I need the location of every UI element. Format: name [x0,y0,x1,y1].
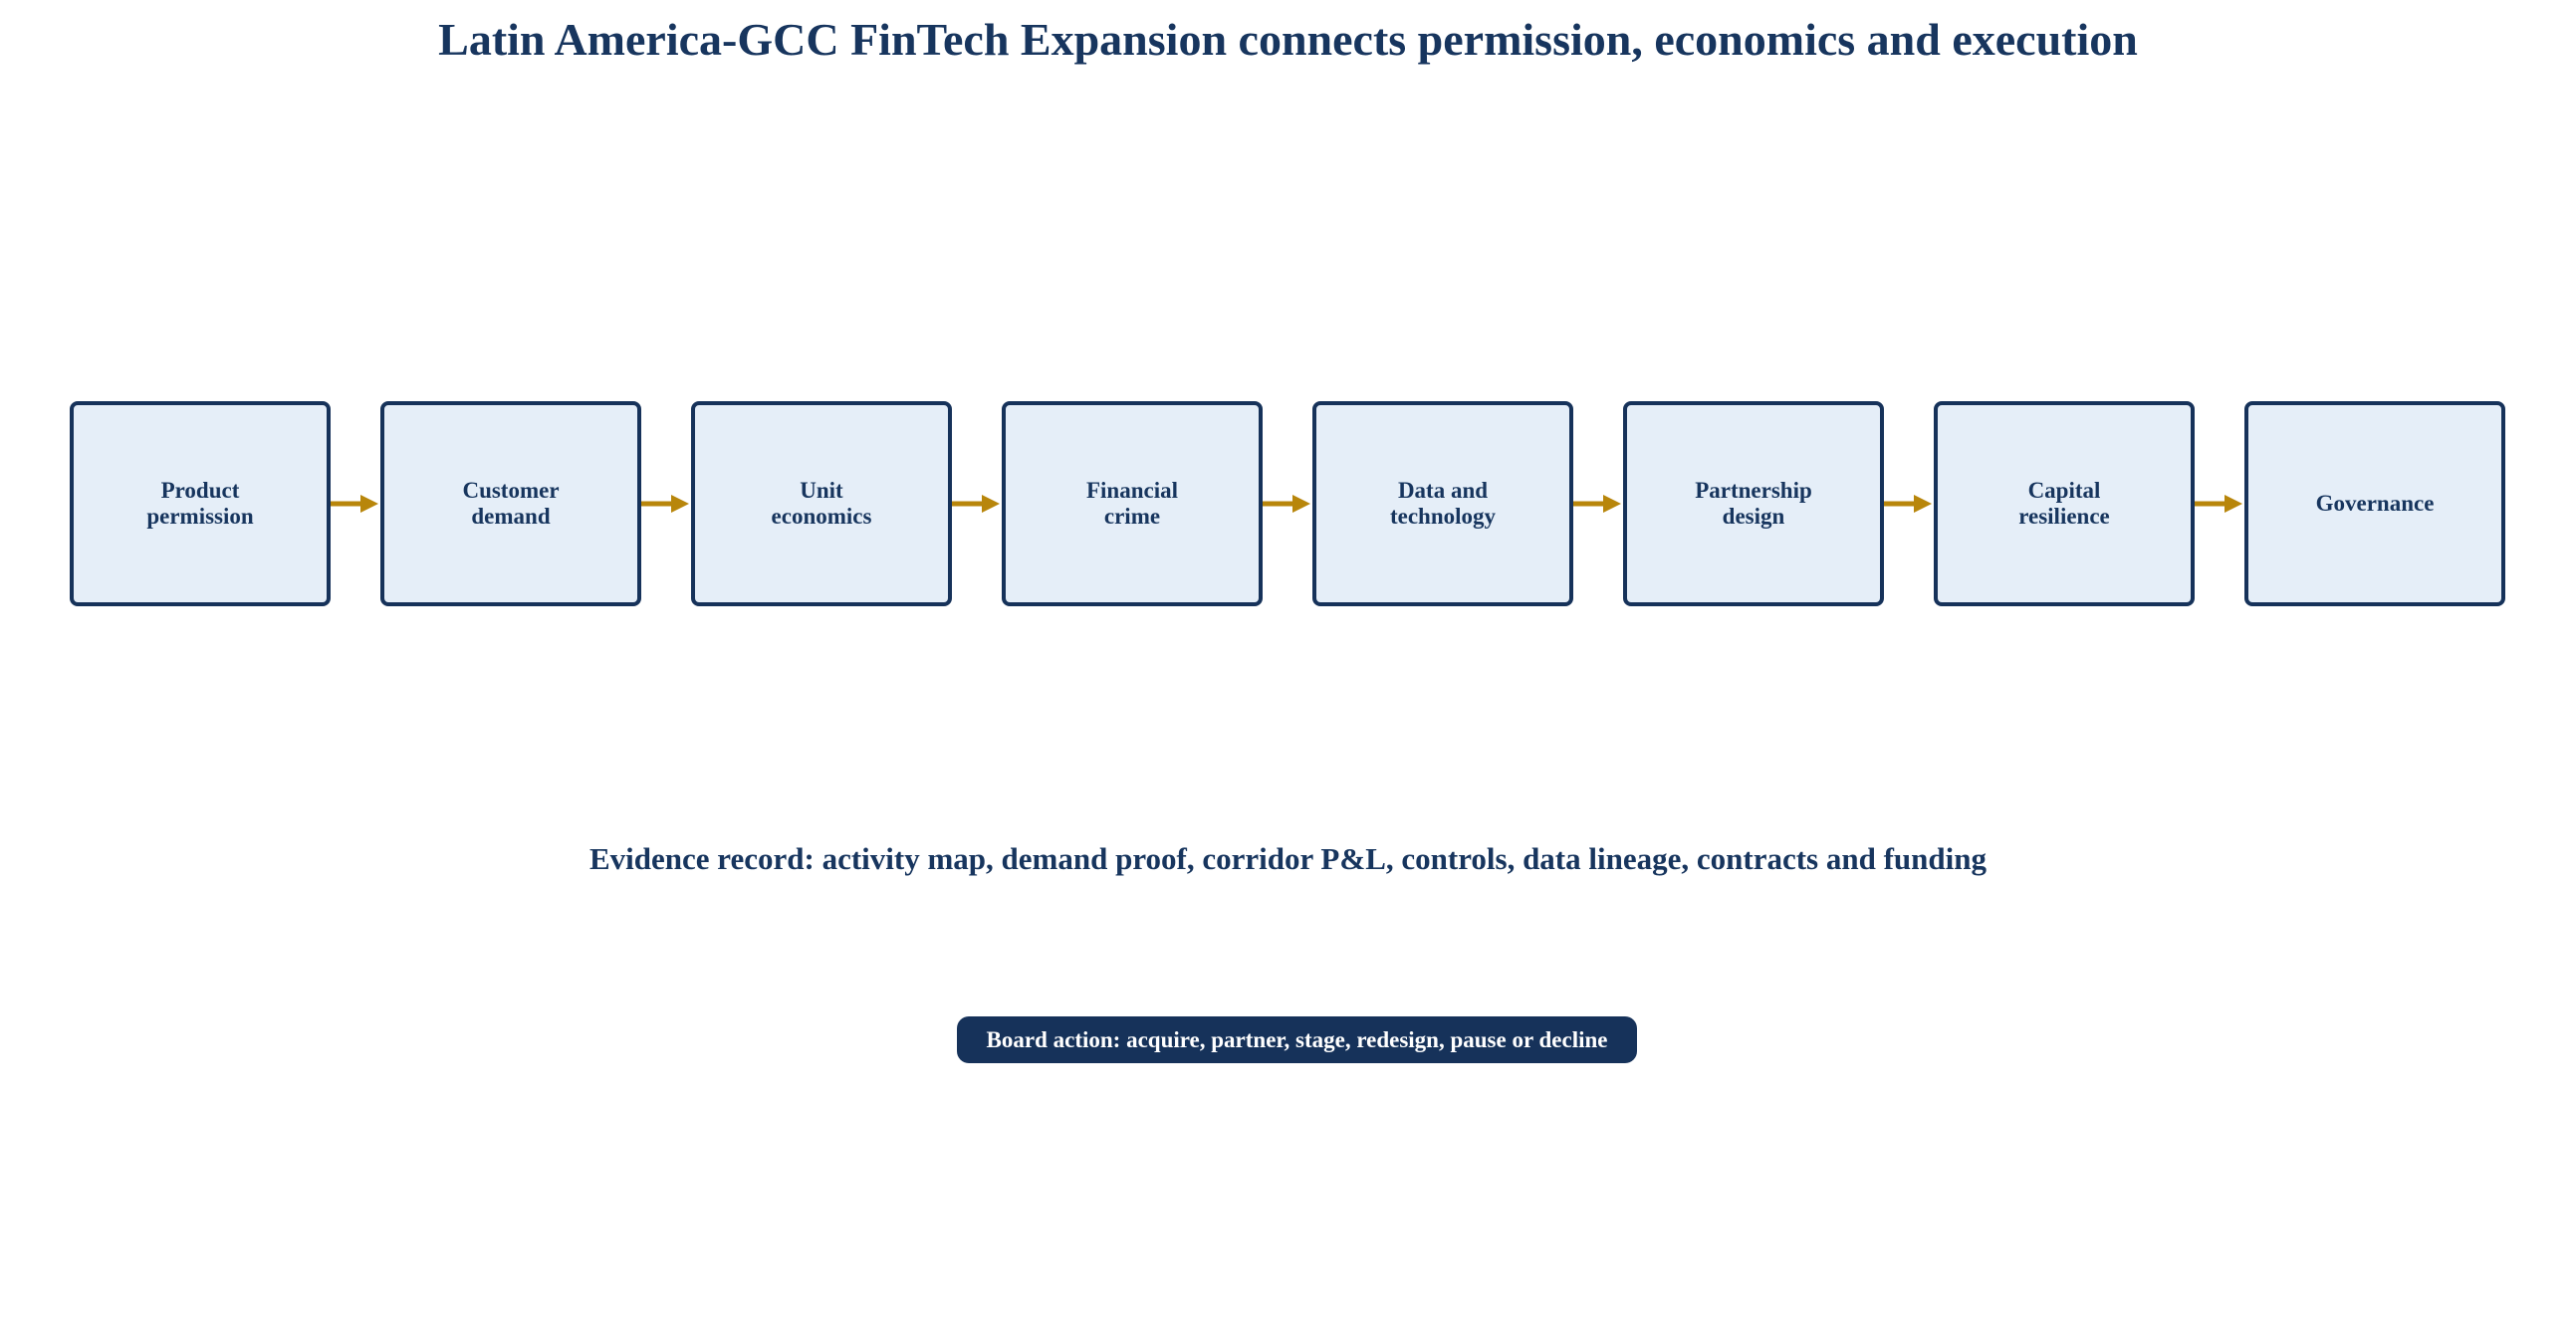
diagram-title: Latin America-GCC FinTech Expansion conn… [438,14,2138,65]
flow-arrow [1263,495,1310,513]
flow-arrow [1573,495,1621,513]
stage-label: Governance [2315,491,2435,516]
stage-label: Partnership design [1695,478,1812,529]
stage-label: Unit economics [771,478,872,529]
stage-customer-demand: Customer demand [380,401,641,606]
stage-unit-economics: Unit economics [691,401,952,606]
stage-data-and-technology: Data and technology [1312,401,1573,606]
stage-financial-crime: Financial crime [1002,401,1263,606]
stage-partnership-design: Partnership design [1623,401,1884,606]
stage-label: Data and technology [1389,478,1497,529]
flow-arrow [331,495,378,513]
evidence-record: Evidence record: activity map, demand pr… [589,841,1987,876]
stage-label: Capital resilience [2018,478,2110,529]
board-action-badge: Board action: acquire, partner, stage, r… [957,1016,1637,1063]
stage-product-permission: Product permission [70,401,331,606]
flow-arrow [1884,495,1932,513]
stage-label: Financial crime [1085,478,1178,529]
stage-governance: Governance [2244,401,2505,606]
flow-arrow [2195,495,2242,513]
flow-arrow [952,495,1000,513]
flow-arrow [641,495,689,513]
stage-label: Product permission [146,478,254,529]
stage-capital-resilience: Capital resilience [1934,401,2195,606]
stage-label: Customer demand [462,478,560,529]
